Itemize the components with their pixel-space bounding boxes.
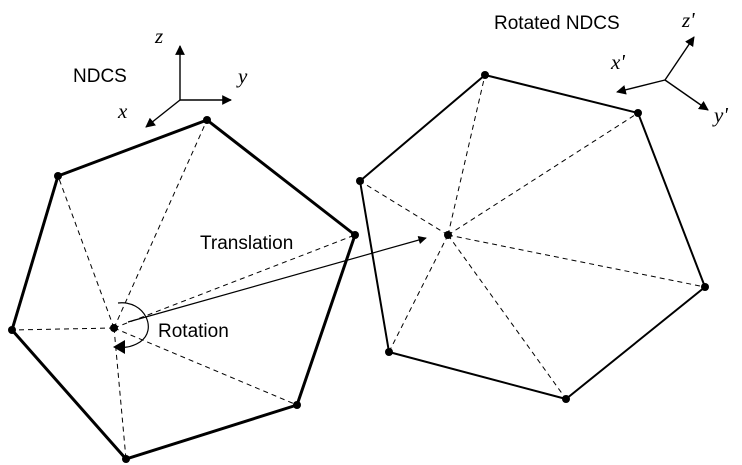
right-polygon-triangulation bbox=[359, 74, 706, 400]
rotated-ndcs-x-label: x' bbox=[610, 50, 625, 74]
ndcs-y-label: y bbox=[236, 64, 248, 88]
ndcs-label: NDCS bbox=[73, 66, 127, 87]
left-polygon-vertices bbox=[8, 116, 359, 463]
ndcs-x-axis bbox=[145, 99, 181, 128]
ndcs-axes bbox=[145, 45, 232, 128]
rotation-arrowhead bbox=[113, 340, 125, 354]
rotation-indicator bbox=[113, 302, 149, 354]
right-polygon-outline bbox=[359, 74, 706, 400]
rotated-ndcs-z-axis bbox=[664, 36, 695, 81]
right-polygon bbox=[356, 71, 709, 403]
rotated-ndcs-y-label: y' bbox=[712, 103, 728, 127]
ndcs-z-label: z bbox=[154, 24, 163, 48]
ndcs-x-label: x bbox=[117, 99, 128, 123]
right-polygon-vertices bbox=[356, 71, 709, 403]
left-polygon-outline bbox=[10, 118, 357, 461]
rotated-ndcs-y-axis bbox=[664, 79, 709, 111]
rotated-ndcs-z-label: z' bbox=[681, 8, 695, 32]
rotated-ndcs-label: Rotated NDCS bbox=[494, 13, 620, 34]
rotated-ndcs-axes bbox=[616, 36, 709, 111]
translation-arrow bbox=[127, 236, 427, 323]
rotated-ndcs-x-axis bbox=[616, 79, 666, 95]
rotation-label: Rotation bbox=[158, 321, 229, 342]
left-polygon bbox=[8, 116, 359, 463]
translation-label: Translation bbox=[200, 233, 293, 254]
left-polygon-triangulation bbox=[11, 119, 356, 460]
